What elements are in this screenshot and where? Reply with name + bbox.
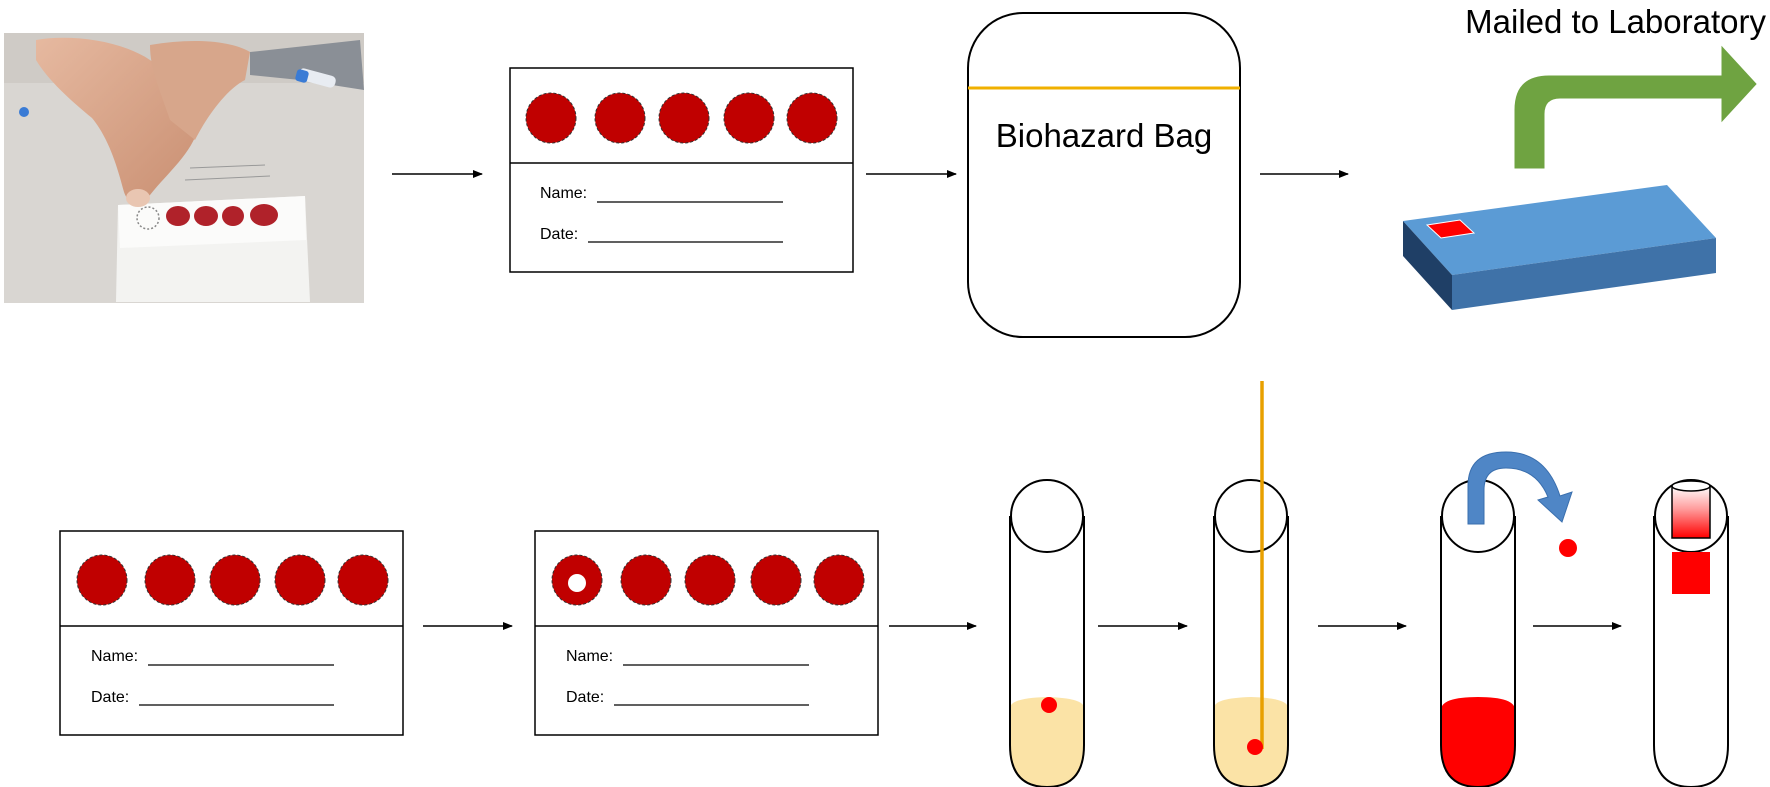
biohazard-bag: Biohazard Bag bbox=[967, 12, 1241, 338]
green-bent-arrow-icon bbox=[1514, 45, 1757, 169]
punched-blood-spot-card: Name: Date: bbox=[534, 530, 879, 736]
date-label: Date: bbox=[91, 689, 129, 706]
name-label: Name: bbox=[91, 648, 138, 665]
test-tube-eluate bbox=[1440, 451, 1577, 787]
insert-sample bbox=[1672, 552, 1710, 594]
blood-spot bbox=[76, 554, 128, 606]
blue-curved-arrow-icon bbox=[1467, 451, 1573, 525]
blood-spot bbox=[723, 92, 775, 144]
blood-spot bbox=[750, 554, 802, 606]
mail-label: Mailed to Laboratory bbox=[1465, 3, 1766, 40]
name-label: Name: bbox=[540, 185, 587, 202]
date-label: Date: bbox=[566, 689, 604, 706]
blood-spot bbox=[684, 554, 736, 606]
name-label: Name: bbox=[566, 648, 613, 665]
finger-prick-photo bbox=[4, 33, 364, 303]
date-label: Date: bbox=[540, 226, 578, 243]
tube-insert bbox=[1671, 485, 1711, 539]
blood-spot bbox=[786, 92, 838, 144]
sample-disc bbox=[1041, 697, 1057, 713]
blood-spot bbox=[525, 92, 577, 144]
blood-spot bbox=[620, 554, 672, 606]
postage-stamp bbox=[1425, 219, 1476, 239]
test-tube-insert bbox=[1653, 479, 1729, 787]
blood-spot-card-2: Name: Date: bbox=[59, 530, 404, 736]
removed-disc bbox=[1559, 539, 1577, 557]
blood-spot bbox=[594, 92, 646, 144]
test-tube-buffer bbox=[1009, 479, 1085, 787]
blood-spot bbox=[337, 554, 389, 606]
mailer-box bbox=[1403, 185, 1716, 310]
blood-spot bbox=[209, 554, 261, 606]
test-tube-mixing bbox=[1213, 381, 1289, 787]
blood-spot bbox=[144, 554, 196, 606]
bag-label: Biohazard Bag bbox=[996, 117, 1212, 154]
blood-spot bbox=[658, 92, 710, 144]
blood-spot bbox=[274, 554, 326, 606]
blood-spot-card: Name: Date: bbox=[509, 67, 854, 273]
blood-spot bbox=[813, 554, 865, 606]
punch-hole bbox=[568, 574, 586, 592]
blood-spots bbox=[525, 92, 838, 144]
sample-disc bbox=[1247, 739, 1263, 755]
